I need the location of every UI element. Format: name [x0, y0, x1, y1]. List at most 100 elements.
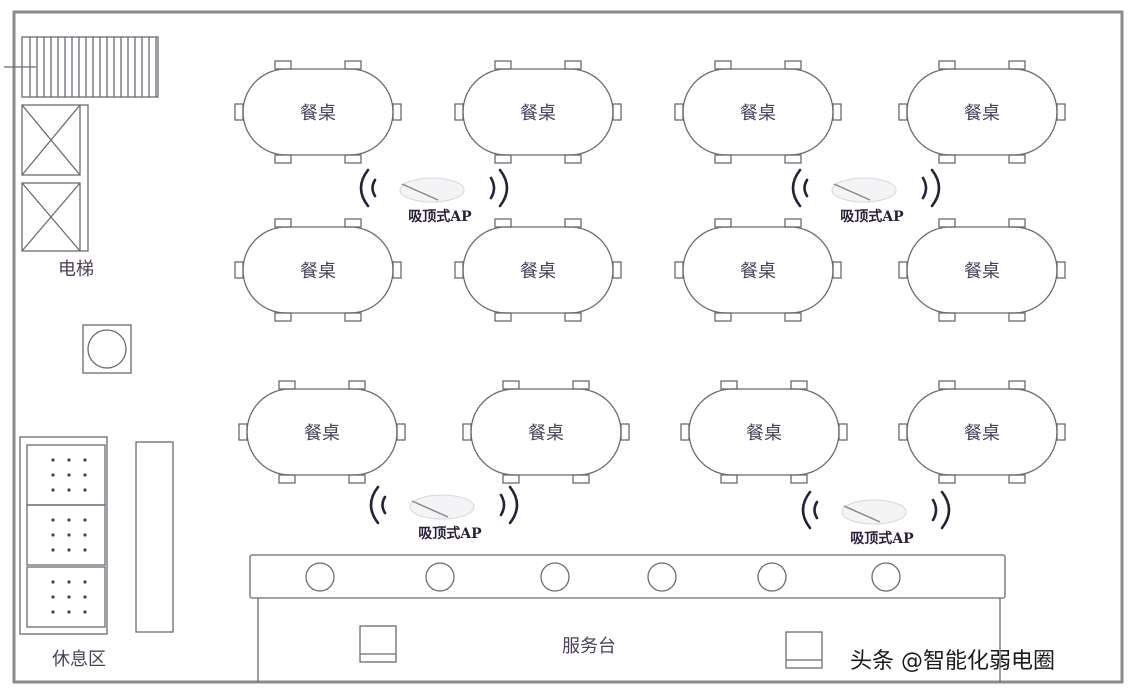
- dining-table: 餐桌: [674, 218, 842, 322]
- stool: [757, 562, 787, 592]
- chair: [938, 218, 956, 228]
- outer-wall: [12, 10, 1124, 684]
- table-label: 餐桌: [300, 261, 336, 282]
- table-label: 餐桌: [746, 423, 782, 444]
- chair: [1008, 312, 1026, 322]
- dining-table: 餐桌: [454, 218, 622, 322]
- stool: [305, 562, 335, 592]
- chair: [714, 154, 732, 164]
- wifi-signal-icon: [930, 168, 941, 208]
- table-label: 餐桌: [528, 423, 564, 444]
- staircase: [4, 36, 159, 98]
- table-label: 餐桌: [304, 423, 340, 444]
- chair: [344, 312, 362, 322]
- chair: [564, 60, 582, 70]
- chair: [502, 474, 520, 484]
- chair: [274, 218, 292, 228]
- dining-table: 餐桌: [234, 218, 402, 322]
- chair: [714, 60, 732, 70]
- wifi-signal-icon: [940, 490, 951, 530]
- chair: [1008, 60, 1026, 70]
- chair: [344, 154, 362, 164]
- ap-device: [399, 177, 465, 203]
- ceiling-ap: 吸顶式AP: [359, 168, 509, 225]
- chair: [344, 218, 362, 228]
- service-desk-label: 服务台: [562, 636, 616, 657]
- chair: [714, 218, 732, 228]
- ap-device: [841, 499, 907, 525]
- chair: [938, 380, 956, 390]
- dining-table: 餐桌: [238, 380, 406, 484]
- chair: [720, 380, 738, 390]
- chair: [274, 312, 292, 322]
- elevator-2: [21, 182, 81, 252]
- ap-device: [409, 494, 475, 520]
- table-label: 餐桌: [740, 103, 776, 124]
- ceiling-ap: 吸顶式AP: [791, 168, 941, 225]
- wifi-signal-icon: [498, 168, 509, 208]
- chair: [784, 60, 802, 70]
- chair: [274, 60, 292, 70]
- chair: [494, 218, 512, 228]
- chair: [278, 380, 296, 390]
- chair: [494, 154, 512, 164]
- chair: [274, 154, 292, 164]
- stool: [647, 562, 677, 592]
- service-desk: [249, 554, 1006, 682]
- chair: [1008, 380, 1026, 390]
- wifi-signal-icon: [359, 168, 370, 208]
- dining-table: 餐桌: [234, 60, 402, 164]
- table-label: 餐桌: [300, 103, 336, 124]
- table-label: 餐桌: [740, 261, 776, 282]
- chair: [572, 474, 590, 484]
- chair: [564, 312, 582, 322]
- pillar: [82, 324, 132, 374]
- chair: [938, 312, 956, 322]
- chair: [278, 474, 296, 484]
- register-1: [359, 625, 397, 663]
- chair: [714, 312, 732, 322]
- wifi-signal-icon: [791, 168, 802, 208]
- chair: [344, 60, 362, 70]
- ap-label: 吸顶式AP: [408, 208, 472, 225]
- chair: [572, 380, 590, 390]
- dining-table: 餐桌: [898, 60, 1066, 164]
- chair: [720, 474, 738, 484]
- chair: [494, 312, 512, 322]
- coffee-table: [135, 441, 174, 633]
- table-label: 餐桌: [964, 423, 1000, 444]
- stool: [540, 562, 570, 592]
- ap-label: 吸顶式AP: [418, 525, 482, 542]
- register-2: [785, 631, 823, 669]
- wifi-signal-icon: [369, 485, 380, 525]
- chair: [348, 474, 366, 484]
- table-label: 餐桌: [964, 261, 1000, 282]
- table-label: 餐桌: [520, 103, 556, 124]
- dining-table: 餐桌: [680, 380, 848, 484]
- chair: [938, 474, 956, 484]
- chair: [348, 380, 366, 390]
- chair: [564, 154, 582, 164]
- chair: [784, 312, 802, 322]
- ap-device: [831, 177, 897, 203]
- chair: [784, 218, 802, 228]
- dining-table: 餐桌: [898, 218, 1066, 322]
- chair: [1008, 218, 1026, 228]
- chair: [494, 60, 512, 70]
- elevator-label: 电梯: [58, 259, 94, 280]
- watermark: 头条 @智能化弱电圈: [850, 649, 1055, 674]
- dining-table: 餐桌: [462, 380, 630, 484]
- dining-table: 餐桌: [898, 380, 1066, 484]
- wifi-signal-icon: [508, 485, 519, 525]
- dining-table: 餐桌: [674, 60, 842, 164]
- chair: [1008, 154, 1026, 164]
- elevator-1: [21, 104, 81, 176]
- chair: [938, 60, 956, 70]
- chair: [938, 154, 956, 164]
- chair: [790, 474, 808, 484]
- dining-table: 餐桌: [454, 60, 622, 164]
- wifi-signal-icon: [801, 490, 812, 530]
- chair: [502, 380, 520, 390]
- ap-label: 吸顶式AP: [840, 208, 904, 225]
- table-label: 餐桌: [520, 261, 556, 282]
